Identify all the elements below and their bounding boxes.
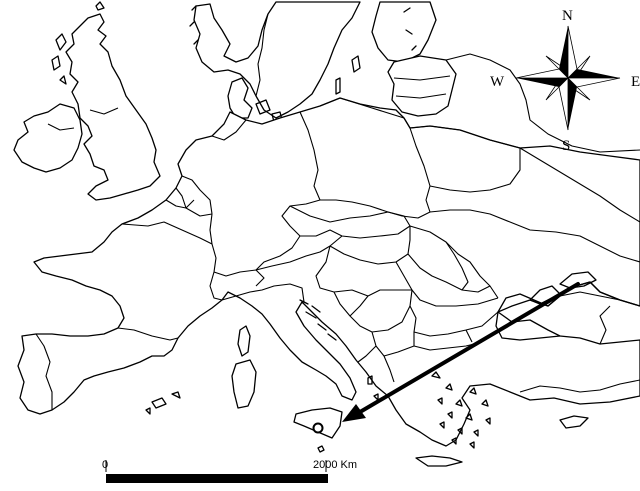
compass-west-label: W (490, 74, 505, 90)
france-border-north (121, 221, 213, 245)
norway-sweden (193, 1, 361, 119)
aegean-islands (431, 371, 491, 449)
russia-west-border (445, 53, 640, 153)
scale-start-label: 0 (102, 459, 108, 471)
denmark (227, 77, 253, 119)
norway-sweden-border (255, 13, 269, 97)
poland-borders (319, 97, 431, 219)
finland (371, 1, 437, 63)
continental-europe (17, 97, 640, 447)
dalmatian-islands (299, 299, 337, 341)
compass-star-icon (515, 25, 621, 131)
estonia-latvia-lithuania (387, 55, 457, 117)
mediterranean-islands (145, 299, 589, 467)
orkney (95, 1, 105, 11)
scotland-border (89, 107, 119, 115)
estonia-latvia-border (393, 75, 451, 81)
turkey-syria-border (519, 379, 640, 393)
latvia-lithuania-border (395, 93, 447, 99)
northern-ireland-border (47, 123, 75, 131)
scale-end-label: 2000 Km (313, 459, 357, 471)
sardinia (231, 359, 257, 409)
mainland (17, 97, 640, 447)
scandinavia (193, 1, 437, 123)
benelux-borders (165, 175, 213, 217)
belarus-borders (409, 125, 521, 193)
france-switzerland-border (213, 269, 265, 287)
baltic-states (371, 53, 640, 153)
oland (335, 77, 341, 95)
corsica (237, 325, 251, 357)
balearic-islands (145, 391, 181, 415)
route-arrow-icon (342, 282, 580, 422)
norwegian-coast-islands (189, 5, 417, 51)
ukraine-borders (409, 147, 640, 299)
bulgaria-border (409, 289, 499, 337)
crete (415, 455, 463, 467)
compass-rose: N W E S (490, 8, 640, 154)
romania-moldova-borders (395, 241, 499, 307)
scale-bar-fill (106, 474, 328, 483)
compass-north-label: N (562, 8, 573, 24)
balkans-borders (315, 245, 415, 383)
compass-east-label: E (631, 74, 640, 90)
cyprus (559, 415, 589, 429)
scale-bar: 0 2000 Km (102, 459, 357, 483)
compass-south-label: S (562, 138, 570, 154)
france-spain-border (117, 327, 179, 341)
location-ring-icon (312, 422, 324, 434)
great-britain (65, 13, 161, 201)
ionian-islands (367, 375, 379, 401)
malta (317, 445, 325, 453)
british-isles (13, 1, 161, 201)
spain-portugal-border (35, 333, 53, 410)
ireland (13, 103, 83, 173)
gotland (351, 55, 361, 73)
italy-alps-border (221, 283, 305, 303)
france-italy-border (209, 271, 223, 301)
germany-north-border (211, 119, 247, 141)
france-germany-border (209, 213, 217, 273)
hebrides (51, 33, 67, 85)
